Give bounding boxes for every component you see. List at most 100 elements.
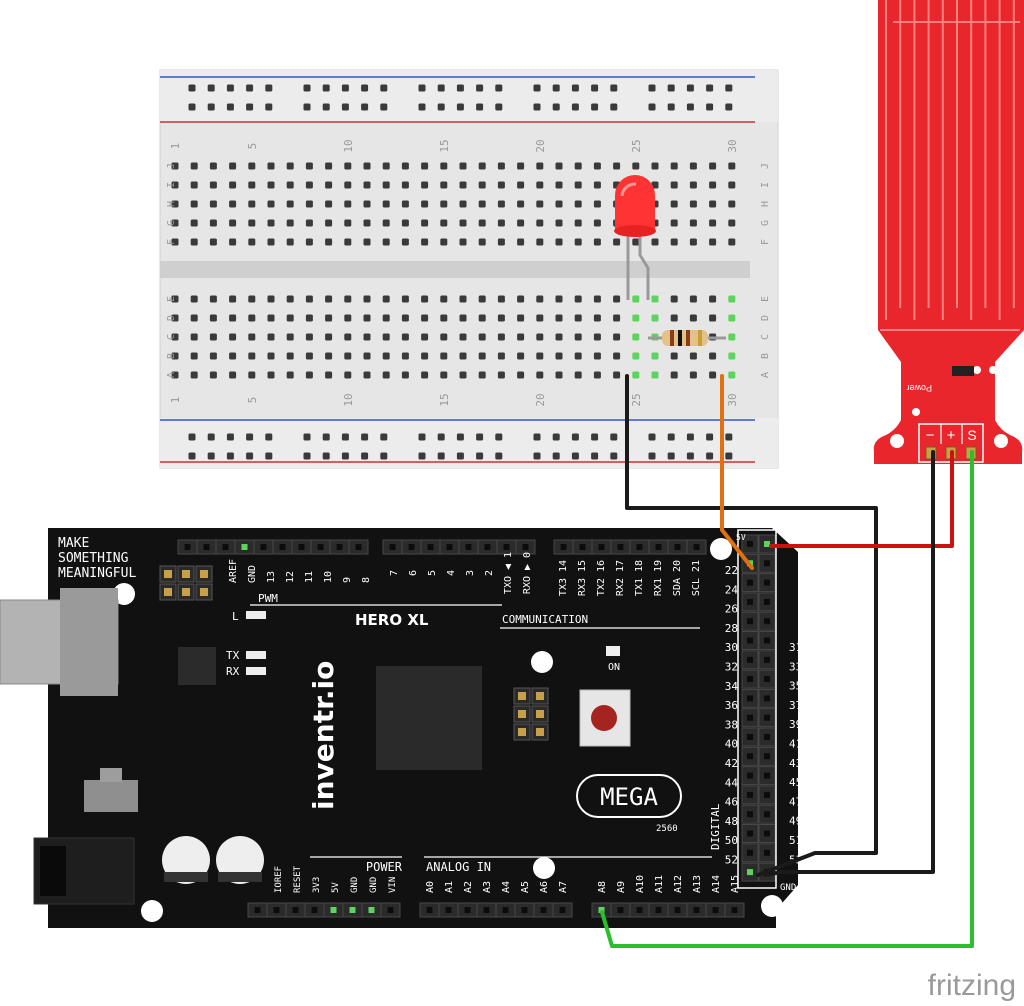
- rail-hole: [686, 103, 694, 111]
- breadboard-hole: [728, 295, 736, 303]
- breadboard-hole: [555, 200, 563, 208]
- breadboard-hole: [651, 295, 659, 303]
- capacitor-band: [218, 872, 262, 882]
- header-pin-socket: [203, 544, 210, 550]
- wires: [600, 374, 974, 948]
- breadboard-hole: [421, 295, 429, 303]
- breadboard-hole: [382, 238, 390, 246]
- pin-label-group: 26: [725, 603, 738, 616]
- breadboard-hole: [382, 314, 390, 322]
- pin-label-group: 6: [408, 570, 419, 576]
- breadboard-hole: [670, 219, 678, 227]
- breadboard-hole: [632, 162, 640, 170]
- breadboard-hole: [670, 295, 678, 303]
- pin-label: IOREF: [274, 866, 284, 893]
- rail-hole: [437, 84, 445, 92]
- breadboard-hole: [209, 333, 217, 341]
- pin-label: 3V3: [312, 877, 322, 893]
- pin-label-group: A10: [635, 875, 646, 893]
- pin-label-group: 50: [725, 834, 738, 847]
- pin-label-group: 15: [438, 393, 451, 406]
- header-pin-socket: [484, 544, 491, 550]
- icsp-pin-contact: [200, 570, 208, 578]
- breadboard-hole: [689, 238, 697, 246]
- header-pin-socket: [355, 544, 362, 550]
- row-letter: H: [760, 201, 771, 207]
- breadboard-hole: [382, 200, 390, 208]
- breadboard-hole: [229, 162, 237, 170]
- header-pin-socket: [521, 907, 528, 913]
- breadboard-hole: [555, 162, 563, 170]
- pin-label: 49: [789, 815, 802, 828]
- pin-label: GND: [350, 877, 360, 893]
- breadboard-hole: [478, 162, 486, 170]
- usb-chip: [178, 647, 216, 685]
- breadboard-hole: [267, 238, 275, 246]
- pin-label-group: F: [166, 239, 177, 245]
- rail-hole: [591, 103, 599, 111]
- breadboard-hole: [651, 371, 659, 379]
- rail-hole: [246, 103, 254, 111]
- breadboard-hole: [709, 295, 717, 303]
- pin-label: GND: [369, 877, 379, 893]
- pin-label-group: TX2 16: [596, 560, 607, 596]
- rail-hole: [322, 84, 330, 92]
- breadboard-hole: [363, 219, 371, 227]
- breadboard-hole: [171, 333, 179, 341]
- rail-hole: [610, 84, 618, 92]
- breadboard-hole: [517, 333, 525, 341]
- column-number: 5: [246, 143, 259, 150]
- pin-label: A2: [463, 881, 474, 893]
- resistor-band: [670, 330, 674, 346]
- pin-label: 47: [789, 795, 802, 808]
- breadboard-hole: [593, 295, 601, 303]
- rail-hole: [207, 452, 215, 460]
- tagline-line-3: MEANINGFUL: [58, 566, 136, 581]
- breadboard-hole: [517, 219, 525, 227]
- red-led: [614, 175, 656, 300]
- pin-label-group: 1: [169, 143, 182, 150]
- breadboard-hole: [325, 181, 333, 189]
- breadboard-hole: [286, 200, 294, 208]
- pin-label-group: B: [760, 353, 771, 359]
- pin-label-group: E: [760, 296, 771, 302]
- pin-label-group: 47: [789, 795, 802, 808]
- breadboard-hole: [421, 333, 429, 341]
- breadboard-hole: [574, 200, 582, 208]
- breadboard-hole: [440, 314, 448, 322]
- pin-label-group: 10: [342, 139, 355, 152]
- resistor-band: [686, 330, 690, 346]
- pin-label: A7: [558, 881, 569, 893]
- breadboard-hole: [305, 352, 313, 360]
- breadboard-hole: [325, 219, 333, 227]
- rail-hole: [322, 433, 330, 441]
- resistor-band: [698, 330, 702, 346]
- main-microcontroller: [376, 666, 482, 770]
- breadboard-hole: [325, 371, 333, 379]
- pin-label: 40: [725, 738, 738, 751]
- pin-label-group: A8: [597, 881, 608, 893]
- breadboard-hole: [209, 200, 217, 208]
- column-number: 10: [342, 139, 355, 152]
- breadboard-hole: [401, 200, 409, 208]
- header-pin-socket: [503, 544, 510, 550]
- rail-hole: [571, 84, 579, 92]
- pin-label: 36: [725, 699, 738, 712]
- header-pin-socket: [598, 544, 605, 550]
- pin-label-group: 45: [789, 776, 802, 789]
- breadboard-hole: [209, 352, 217, 360]
- breadboard-hole: [190, 238, 198, 246]
- digital-header-socket: [764, 656, 770, 663]
- pin-label-group: SDA 20: [672, 560, 683, 596]
- sensor-traces: [880, 0, 1020, 331]
- pin-label-group: D: [166, 315, 177, 321]
- pin-label-group: VIN: [388, 877, 398, 893]
- reset-button-cap[interactable]: [591, 705, 617, 731]
- breadboard-hole: [670, 238, 678, 246]
- pin-label-group: 22: [725, 564, 738, 577]
- breadboard-hole: [363, 238, 371, 246]
- column-number: 25: [630, 393, 643, 406]
- breadboard-hole: [363, 314, 371, 322]
- breadboard-hole: [267, 219, 275, 227]
- breadboard-hole: [555, 295, 563, 303]
